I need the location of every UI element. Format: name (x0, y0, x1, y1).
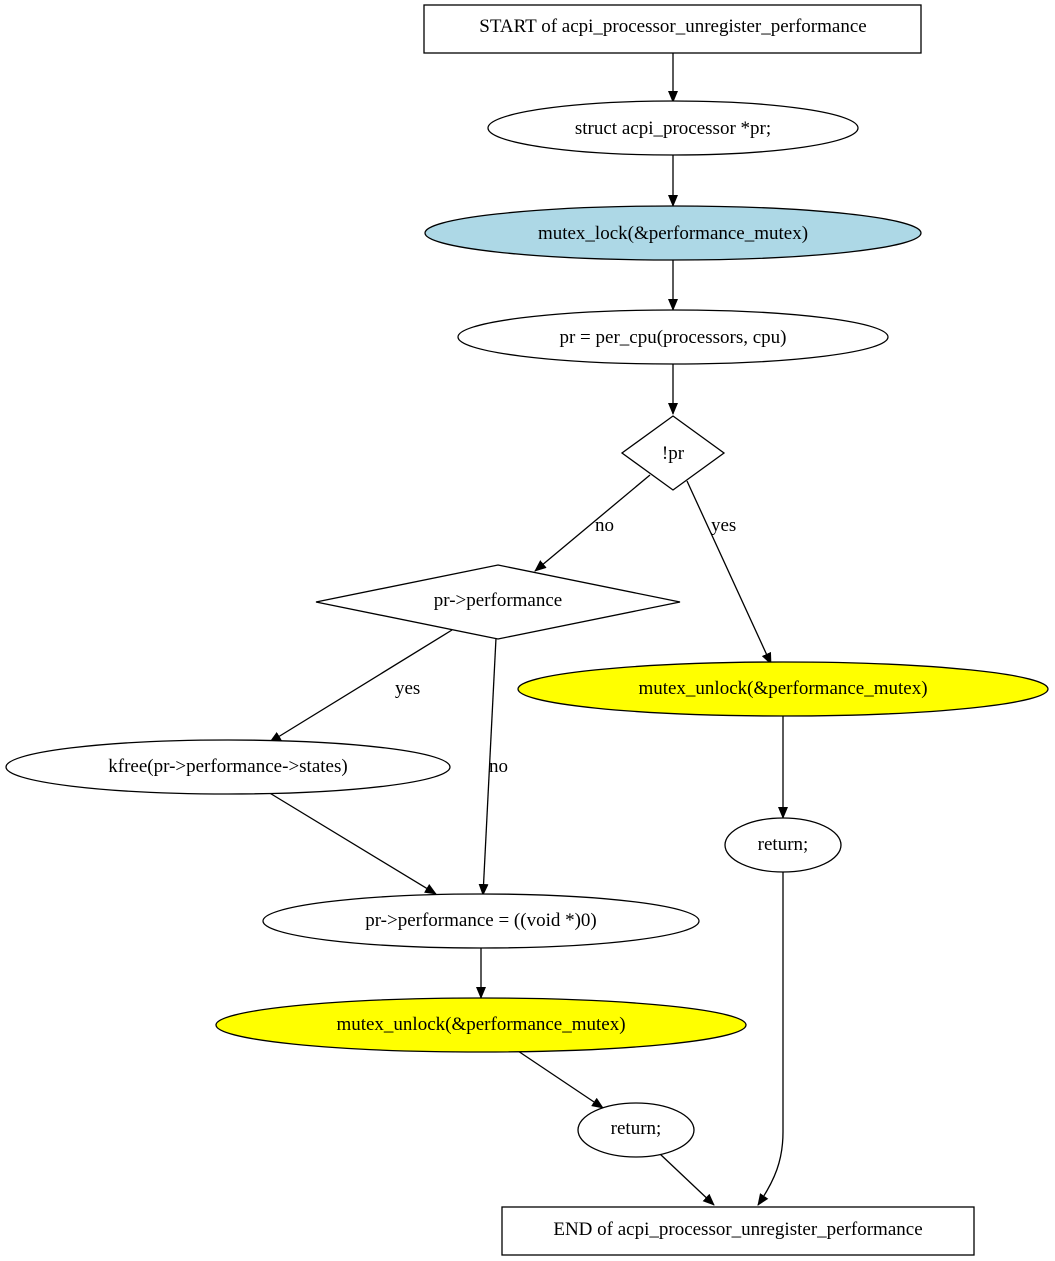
edge-labels: no yes yes no (395, 515, 736, 777)
edge-return-late-to-end (659, 1153, 715, 1206)
node-start: START of acpi_processor_unregister_perfo… (423, 4, 922, 54)
node-return-late-shape (577, 1102, 695, 1158)
node-assign-pr-shape (457, 309, 889, 365)
edge-label-notpr-yes: yes (711, 515, 736, 536)
node-cond-performance-shape (315, 564, 681, 640)
node-mutex-lock-label: mutex_lock(&performance_mutex) (538, 223, 808, 244)
node-null-performance-shape (262, 893, 700, 949)
node-null-performance: pr->performance = ((void *)0) (262, 893, 700, 949)
node-null-performance-label: pr->performance = ((void *)0) (365, 910, 597, 931)
node-cond-not-pr-label: !pr (662, 443, 685, 464)
node-assign-pr: pr = per_cpu(processors, cpu) (457, 309, 889, 365)
node-return-early-label: return; (758, 834, 809, 855)
node-mutex-lock-shape (424, 205, 922, 261)
edge-perf-no (478, 637, 497, 896)
node-kfree-states-shape (5, 739, 451, 795)
node-return-early-shape (724, 817, 842, 873)
node-cond-not-pr: !pr (620, 415, 726, 491)
node-unlock-early-shape (517, 661, 1049, 717)
node-decl-pr-shape (487, 100, 859, 156)
node-kfree-states-label: kfree(pr->performance->states) (108, 756, 347, 777)
edge-notpr-no (534, 474, 651, 572)
node-end-shape (501, 1206, 975, 1256)
node-unlock-late-label: mutex_unlock(&performance_mutex) (336, 1014, 625, 1035)
node-unlock-early-label: mutex_unlock(&performance_mutex) (638, 678, 927, 699)
node-return-early: return; (724, 817, 842, 873)
node-assign-pr-label: pr = per_cpu(processors, cpu) (559, 327, 786, 348)
node-decl-pr-label: struct acpi_processor *pr; (575, 118, 771, 139)
edge-perf-yes (269, 629, 453, 743)
node-cond-performance-label: pr->performance (434, 590, 562, 611)
node-return-late-label: return; (611, 1118, 662, 1139)
edge-return-early-to-end (757, 870, 784, 1206)
node-kfree-states: kfree(pr->performance->states) (5, 739, 451, 795)
node-start-label: START of acpi_processor_unregister_perfo… (479, 16, 866, 37)
node-cond-performance: pr->performance (315, 564, 681, 640)
node-return-late: return; (577, 1102, 695, 1158)
node-mutex-lock: mutex_lock(&performance_mutex) (424, 205, 922, 261)
node-end-label: END of acpi_processor_unregister_perform… (553, 1219, 922, 1240)
node-start-shape (423, 4, 922, 54)
edges (267, 53, 788, 1206)
node-cond-not-pr-shape (620, 415, 726, 491)
node-unlock-late-shape (215, 997, 747, 1053)
edge-kfree-to-null (267, 791, 437, 895)
node-end: END of acpi_processor_unregister_perform… (501, 1206, 975, 1256)
edge-label-perf-yes: yes (395, 678, 420, 699)
node-decl-pr: struct acpi_processor *pr; (487, 100, 859, 156)
edge-label-perf-no: no (489, 756, 508, 777)
edge-unlock-to-return (517, 1050, 604, 1109)
edge-label-notpr-no: no (595, 515, 614, 536)
node-unlock-late: mutex_unlock(&performance_mutex) (215, 997, 747, 1053)
edge-notpr-yes (686, 480, 772, 665)
node-unlock-early: mutex_unlock(&performance_mutex) (517, 661, 1049, 717)
